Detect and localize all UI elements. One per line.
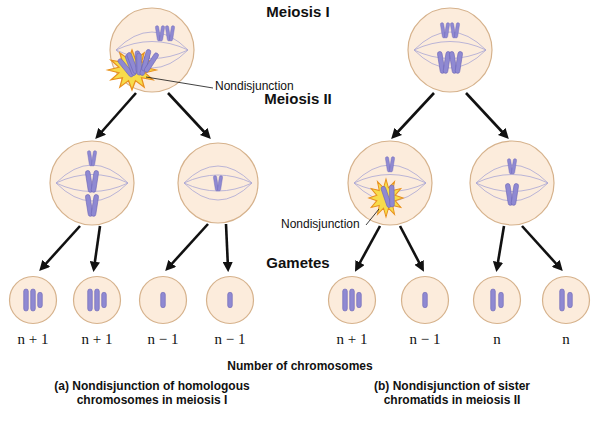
cell	[178, 143, 258, 223]
arrow	[394, 93, 434, 136]
chromatid	[88, 289, 93, 311]
chromosome-count: n	[447, 331, 547, 348]
panel-caption: (a) Nondisjunction of homologous chromos…	[38, 380, 266, 408]
arrow	[168, 93, 208, 136]
cell	[408, 8, 492, 92]
cell-circle	[207, 277, 254, 324]
chromosome	[437, 51, 451, 73]
chromatid	[350, 289, 355, 311]
cell	[50, 141, 134, 225]
chromosome	[449, 51, 463, 73]
leader-line	[366, 209, 379, 225]
chromatid	[24, 289, 29, 311]
cell-circle	[329, 277, 376, 324]
chromatid	[491, 289, 496, 311]
chromosome	[155, 25, 165, 41]
chromosome	[213, 175, 223, 191]
text-label: Gametes	[198, 254, 398, 271]
panel-caption: (b) Nondisjunction of sister chromatids …	[349, 380, 555, 408]
cell-circle	[74, 277, 121, 324]
text-label: Number of chromosomes	[170, 360, 430, 374]
chromatid	[38, 292, 43, 307]
chromosome	[385, 156, 395, 172]
gamete-outline	[72, 275, 122, 325]
gamete-outline	[541, 275, 591, 325]
chromatid	[95, 289, 100, 311]
cell-circle	[543, 277, 590, 324]
gamete-outline	[327, 275, 377, 325]
chromatid	[343, 289, 348, 311]
chromosome	[380, 184, 397, 208]
cell-circle	[140, 277, 187, 324]
gamete-outline	[8, 275, 58, 325]
chromatid	[560, 289, 565, 311]
cell	[470, 141, 554, 225]
arrow	[400, 226, 422, 268]
arrow	[466, 93, 506, 136]
chromosome	[450, 22, 460, 38]
chromosome	[87, 150, 97, 166]
arrow	[42, 226, 80, 268]
gamete-outline	[472, 275, 522, 325]
spindle	[56, 165, 128, 201]
gamete-cell: n	[472, 275, 522, 325]
chromatid	[102, 292, 107, 307]
chromosome	[138, 48, 160, 74]
leader-line	[146, 77, 213, 88]
chromatid	[31, 289, 36, 311]
chromosome	[165, 25, 175, 41]
gamete-cell: n + 1	[72, 275, 122, 325]
text-label: Nondisjunction	[281, 218, 401, 232]
chromatid	[357, 292, 362, 307]
spindle-group	[56, 32, 548, 201]
chromosome	[85, 194, 99, 216]
cell	[348, 141, 432, 225]
cell-group	[50, 8, 554, 225]
gamete-cell: n + 1	[327, 275, 377, 325]
arrow	[522, 226, 560, 268]
chromosome-count: n	[516, 331, 597, 348]
chromosome-count: n − 1	[113, 331, 213, 348]
chromosome	[507, 158, 517, 174]
chromatid	[228, 292, 233, 307]
gamete-cell: n − 1	[138, 275, 188, 325]
gamete-outline	[400, 275, 450, 325]
gamete-cell: n + 1	[8, 275, 58, 325]
cell-circle	[10, 277, 57, 324]
gamete-cell: n − 1	[205, 275, 255, 325]
gamete-outline	[138, 275, 188, 325]
spindle	[184, 166, 252, 200]
text-label: Meiosis II	[198, 90, 398, 107]
chromosome-count: n − 1	[180, 331, 280, 348]
chromosome	[85, 170, 99, 192]
chromosome-count: n + 1	[0, 331, 83, 348]
chromosome-count: n + 1	[302, 331, 402, 348]
arrow	[94, 226, 100, 268]
chromatid	[568, 292, 573, 307]
arrow-group	[42, 93, 560, 268]
chromosome	[440, 22, 450, 38]
text-label: Meiosis I	[198, 3, 398, 20]
gamete-cell: n − 1	[400, 275, 450, 325]
chromosome-count: n + 1	[47, 331, 147, 348]
gamete-outline	[205, 275, 255, 325]
chromatid	[423, 292, 428, 307]
chromosome-count: n − 1	[375, 331, 475, 348]
chromatid	[161, 292, 166, 307]
arrow	[497, 226, 504, 268]
spindle	[414, 32, 486, 68]
chromosome	[505, 183, 519, 205]
cell-circle	[474, 277, 521, 324]
arrow	[357, 226, 380, 268]
gamete-cell: n	[541, 275, 591, 325]
arrow	[98, 93, 136, 136]
nondisjunction-burst	[369, 179, 403, 217]
arrow	[168, 224, 208, 268]
cell-circle	[402, 277, 449, 324]
chromatid	[499, 292, 504, 307]
arrow	[226, 224, 228, 268]
